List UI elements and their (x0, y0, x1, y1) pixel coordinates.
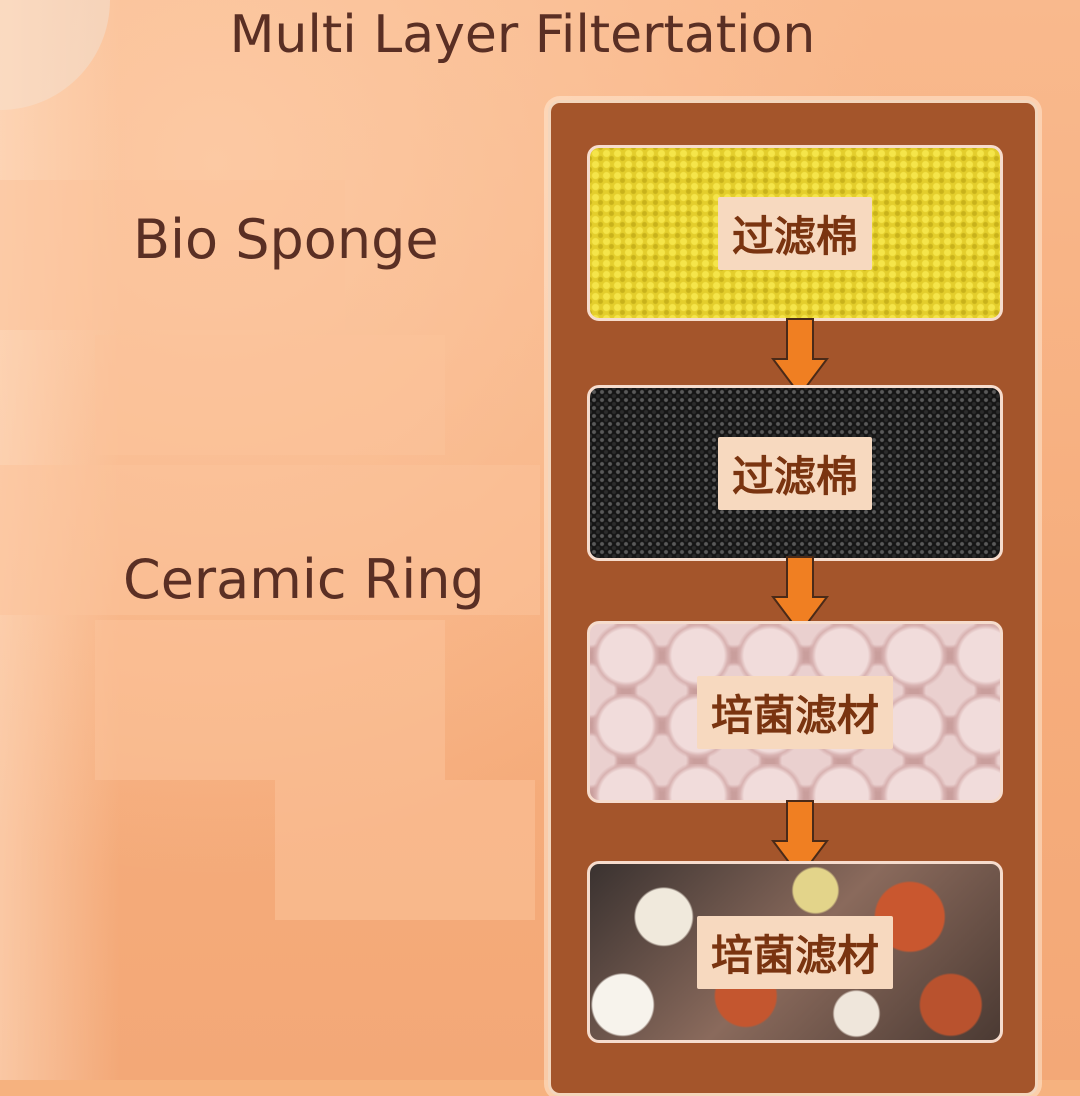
filter-layers-panel: 过滤棉 过滤棉 培菌滤材 培菌滤材 (548, 100, 1038, 1096)
down-arrow-icon (771, 318, 829, 397)
filter-layer-bio-media: 培菌滤材 (587, 861, 1003, 1043)
bio-sponge-label: Bio Sponge (133, 208, 439, 271)
background-block (275, 780, 535, 920)
filter-layer-ceramic-balls: 培菌滤材 (587, 621, 1003, 803)
layer-label: 过滤棉 (717, 196, 872, 270)
background-block (95, 620, 445, 780)
filter-layer-black-sponge: 过滤棉 (587, 385, 1003, 561)
page-title: Multi Layer Filtertation (229, 5, 816, 65)
down-arrow-icon (771, 800, 829, 879)
filter-layer-yellow-sponge: 过滤棉 (587, 145, 1003, 321)
layer-label: 过滤棉 (717, 436, 872, 510)
background-block (0, 180, 345, 330)
background-block (0, 465, 540, 615)
background-block (95, 335, 445, 455)
down-arrow-icon (771, 556, 829, 635)
layer-label: 培菌滤材 (696, 915, 893, 989)
ceramic-ring-label: Ceramic Ring (123, 548, 485, 611)
layer-label: 培菌滤材 (696, 675, 893, 749)
